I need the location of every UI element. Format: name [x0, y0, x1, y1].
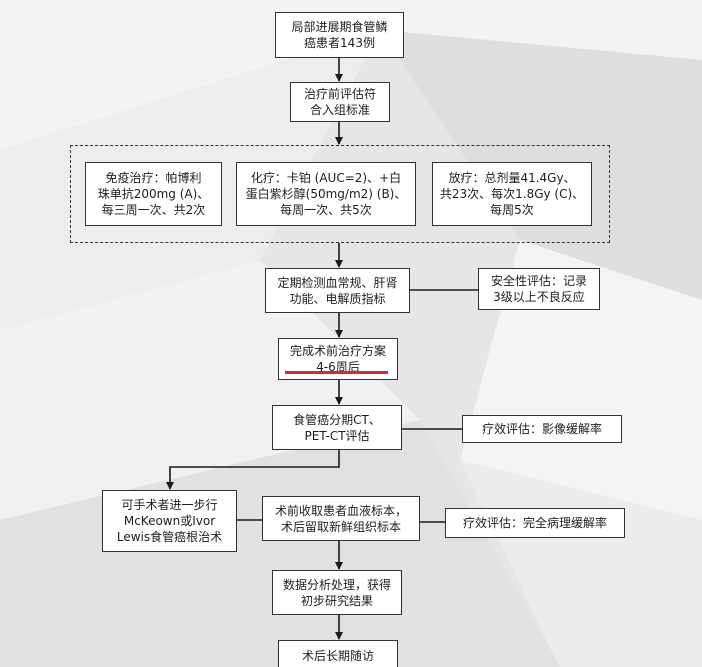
node-text-line: 数据分析处理，获得: [282, 577, 391, 592]
staging-box: 食管癌分期CT、 PET-CT评估: [272, 405, 402, 450]
node-text-line: 术后留取新鲜组织标本: [280, 519, 401, 534]
imaging-response-box: 疗效评估：影像缓解率: [462, 415, 622, 443]
highlight-underline: [285, 371, 388, 374]
node-text-line: 初步研究结果: [300, 593, 373, 608]
node-text-line: 每周5次: [490, 203, 534, 217]
surgery-box: 可手术者进一步行 McKeown或Ivor Lewis食管癌根治术: [102, 490, 237, 552]
node-text-line: 疗效评估：完全病理缓解率: [462, 516, 607, 530]
node-text-line: 每周一次、共5次: [280, 203, 372, 217]
node-text-line: 食管癌分期CT、: [293, 412, 381, 427]
node-text-line: 免疫治疗：帕博利: [105, 171, 202, 185]
monitoring-box: 定期检测血常规、肝肾 功能、电解质指标: [265, 268, 410, 313]
node-text-line: 局部进展期食管鳞: [291, 20, 388, 34]
chemotherapy-box: 化疗：卡铂 (AUC=2)、+白 蛋白紫杉醇(50mg/m2) (B)、 每周一…: [236, 162, 416, 226]
follow-up-box: 术后长期随访: [278, 640, 398, 667]
node-text-line: 定期检测血常规、肝肾: [277, 275, 398, 290]
node-text-line: 功能、电解质指标: [289, 291, 386, 306]
node-text-line: 术前收取患者血液标本，: [274, 503, 407, 518]
node-text-line: 癌患者143例: [304, 36, 375, 50]
safety-assessment-box: 安全性评估：记录 3级以上不良反应: [478, 268, 600, 310]
node-text-line: 术后长期随访: [301, 649, 374, 663]
node-text-line: 合入组标准: [309, 103, 370, 117]
node-text-line: 蛋白紫杉醇(50mg/m2) (B)、: [245, 187, 407, 201]
pathology-response-box: 疗效评估：完全病理缓解率: [445, 508, 625, 538]
background-shape: [0, 420, 560, 667]
complete-treatment-box: 完成术前治疗方案 4-6周后: [278, 338, 398, 380]
data-analysis-box: 数据分析处理，获得 初步研究结果: [272, 570, 402, 615]
node-text-line: 每三周一次、共2次: [101, 203, 206, 217]
node-text-line: 安全性评估：记录: [490, 274, 587, 288]
sample-collection-box: 术前收取患者血液标本， 术后留取新鲜组织标本: [262, 496, 420, 541]
patient-cohort-box: 局部进展期食管鳞 癌患者143例: [275, 12, 404, 58]
background-shape: [0, 260, 420, 520]
node-text-line: 化疗：卡铂 (AUC=2)、+白: [250, 171, 402, 185]
node-text-line: 珠单抗200mg (A)、: [97, 187, 210, 201]
node-text-line: 共23次、每次1.8Gy (C)、: [439, 187, 585, 201]
node-text-line: 完成术前治疗方案: [289, 344, 386, 358]
node-text-line: 可手术者进一步行: [121, 498, 218, 512]
node-text-line: PET-CT评估: [304, 428, 370, 443]
radiotherapy-box: 放疗：总剂量41.4Gy、 共23次、每次1.8Gy (C)、 每周5次: [432, 162, 592, 226]
node-text-line: Lewis食管癌根治术: [116, 530, 223, 544]
node-text-line: 疗效评估：影像缓解率: [481, 422, 602, 436]
background-shape: [460, 240, 702, 520]
eligibility-box: 治疗前评估符 合入组标准: [290, 82, 390, 122]
node-text-line: 治疗前评估符: [303, 87, 376, 101]
node-text-line: 3级以上不良反应: [493, 290, 585, 304]
node-text-line: 放疗：总剂量41.4Gy、: [448, 171, 576, 185]
treatment-group-container: [70, 145, 610, 243]
node-text-line: 4-6周后: [316, 360, 360, 374]
node-text-line: McKeown或Ivor: [123, 514, 216, 528]
immunotherapy-box: 免疫治疗：帕博利 珠单抗200mg (A)、 每三周一次、共2次: [85, 162, 222, 226]
background-shape: [0, 0, 702, 150]
